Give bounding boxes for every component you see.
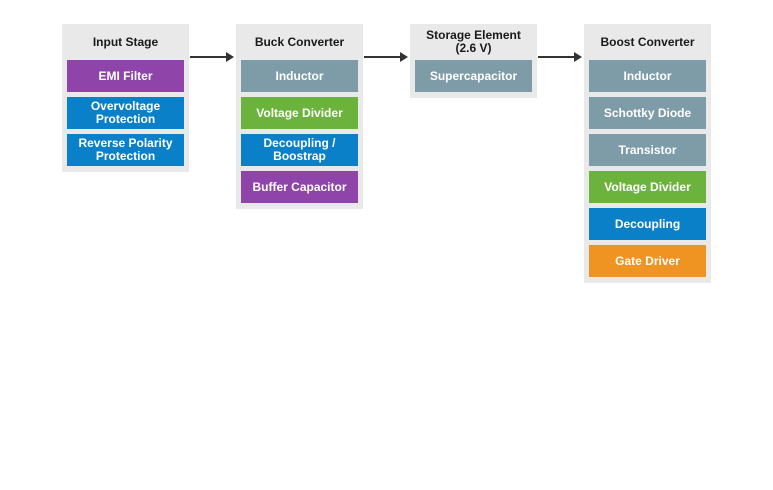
buck-converter-panel: Buck Converter Inductor Voltage Divider …	[236, 24, 363, 209]
reverse-polarity-protection-block: Reverse Polarity Protection	[67, 134, 184, 166]
arrow-input-to-buck	[190, 52, 234, 62]
gate-driver-block: Gate Driver	[589, 245, 706, 277]
boost-voltage-divider-block: Voltage Divider	[589, 171, 706, 203]
schottky-diode-block: Schottky Diode	[589, 97, 706, 129]
storage-element-title: Storage Element (2.6 V)	[426, 28, 521, 55]
supercapacitor-block: Supercapacitor	[415, 60, 532, 92]
decoupling-block: Decoupling	[589, 208, 706, 240]
input-stage-title: Input Stage	[92, 34, 159, 49]
emi-filter-block: EMI Filter	[67, 60, 184, 92]
buck-inductor-block: Inductor	[241, 60, 358, 92]
storage-element-panel: Storage Element (2.6 V) Supercapacitor	[410, 24, 537, 98]
buck-voltage-divider-block: Voltage Divider	[241, 97, 358, 129]
boost-converter-panel: Boost Converter Inductor Schottky Diode …	[584, 24, 711, 283]
boost-inductor-block: Inductor	[589, 60, 706, 92]
transistor-block: Transistor	[589, 134, 706, 166]
arrow-storage-to-boost	[538, 52, 582, 62]
overvoltage-protection-block: Overvoltage Protection	[67, 97, 184, 129]
buffer-capacitor-block: Buffer Capacitor	[241, 171, 358, 203]
buck-converter-title: Buck Converter	[254, 34, 345, 49]
arrow-buck-to-storage	[364, 52, 408, 62]
decoupling-boostrap-block: Decoupling / Boostrap	[241, 134, 358, 166]
input-stage-panel: Input Stage EMI Filter Overvoltage Prote…	[62, 24, 189, 172]
boost-converter-title: Boost Converter	[600, 34, 695, 49]
